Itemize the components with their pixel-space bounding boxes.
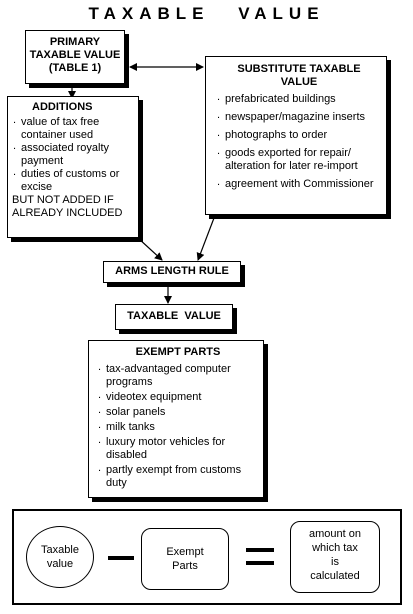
substitute-heading1: SUBSTITUTE TAXABLE xyxy=(237,63,361,75)
substitute-heading2: VALUE xyxy=(280,76,318,88)
list-item: duties of customs or excise xyxy=(12,166,134,194)
additions-note-line2: ALREADY INCLUDED xyxy=(12,207,123,219)
equals-sign-bottom xyxy=(246,561,274,565)
arms-length-label: ARMS LENGTH RULE xyxy=(115,265,229,277)
additions-heading: ADDITIONS xyxy=(32,101,93,113)
taxable-value-box: TAXABLE VALUE xyxy=(115,304,233,330)
exempt-heading: EXEMPT PARTS xyxy=(135,346,221,358)
additions-box: ADDITIONS value of tax free container us… xyxy=(7,96,139,238)
taxable-value-ellipse: Taxable value xyxy=(26,526,94,588)
equals-sign-top xyxy=(246,548,274,552)
result-rounded-box: amount on which tax is calculated xyxy=(290,521,380,593)
exempt-list: tax-advantaged computer programs videote… xyxy=(97,361,259,490)
list-item: goods exported for repair/ alteration fo… xyxy=(216,145,382,173)
arms-length-rule-box: ARMS LENGTH RULE xyxy=(103,261,241,283)
taxable-value-label: TAXABLE VALUE xyxy=(127,310,221,322)
primary-line2: TAXABLE VALUE xyxy=(29,49,121,61)
list-item: partly exempt from customs duty xyxy=(97,462,259,490)
eq-right-line1: amount on xyxy=(309,528,361,540)
additions-list: value of tax free container used associa… xyxy=(12,114,134,194)
list-item: prefabricated buildings xyxy=(216,91,382,106)
eq-left-line2: value xyxy=(46,558,74,570)
eq-middle-line2: Parts xyxy=(172,560,198,572)
list-item: luxury motor vehicles for disabled xyxy=(97,434,259,462)
list-item: newspaper/magazine inserts xyxy=(216,109,382,124)
list-item: associated royalty payment xyxy=(12,140,134,168)
exempt-parts-rounded-box: Exempt Parts xyxy=(141,528,229,590)
equation-panel: Taxable value Exempt Parts amount on whi… xyxy=(12,509,402,605)
eq-left-line1: Taxable xyxy=(41,544,79,556)
additions-note-line1: BUT NOT ADDED IF xyxy=(12,194,114,206)
arrow-substitute-armslength xyxy=(196,217,215,261)
exempt-parts-box: EXEMPT PARTS tax-advantaged computer pro… xyxy=(88,340,264,498)
list-item: tax-advantaged computer programs xyxy=(97,361,259,389)
list-item: value of tax free container used xyxy=(12,114,134,142)
eq-right-line4: calculated xyxy=(310,570,360,582)
eq-middle-line1: Exempt xyxy=(166,546,204,558)
list-item: solar panels xyxy=(97,404,259,419)
eq-right-line2: which tax xyxy=(312,542,358,554)
page-title: TAXABLE VALUE xyxy=(88,4,325,23)
eq-right-line3: is xyxy=(331,556,339,568)
primary-taxable-value-box: PRIMARY TAXABLE VALUE (TABLE 1) xyxy=(25,30,125,84)
substitute-taxable-value-box: SUBSTITUTE TAXABLE VALUE prefabricated b… xyxy=(205,56,387,215)
primary-line3: (TABLE 1) xyxy=(48,62,102,74)
list-item: milk tanks xyxy=(97,419,259,434)
arrow-additions-armslength xyxy=(137,237,163,261)
list-item: photographs to order xyxy=(216,127,382,142)
substitute-list: prefabricated buildings newspaper/magazi… xyxy=(216,91,382,191)
list-item: videotex equipment xyxy=(97,389,259,404)
primary-line1: PRIMARY xyxy=(49,36,101,48)
minus-sign xyxy=(108,556,134,560)
list-item: agreement with Commissioner xyxy=(216,176,382,191)
